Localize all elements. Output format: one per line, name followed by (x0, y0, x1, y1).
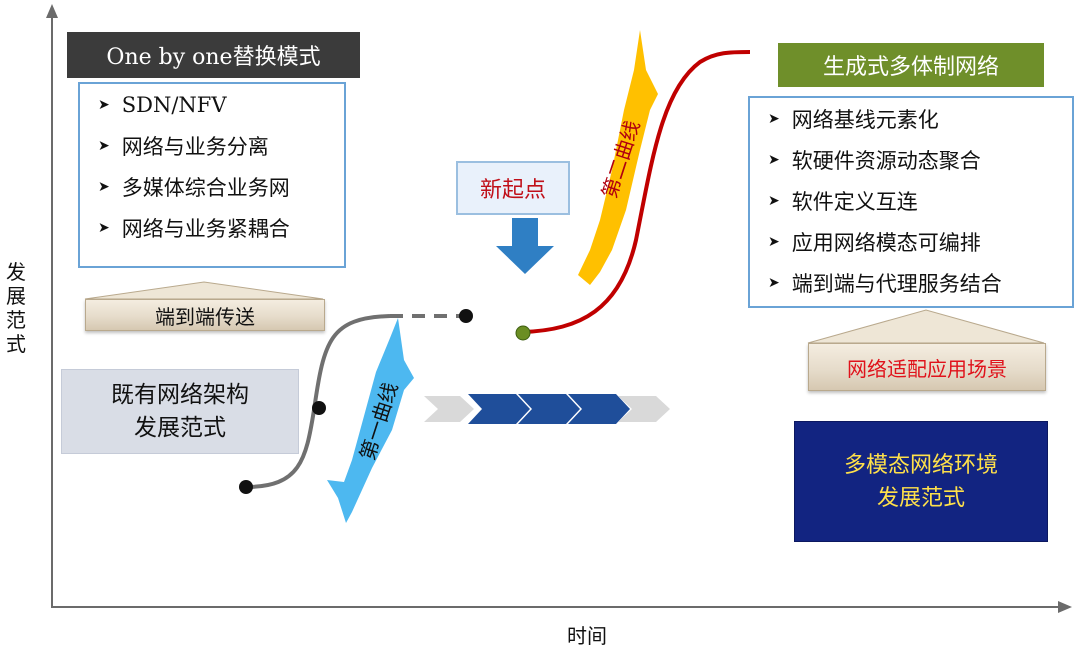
right-feature-list: ➤ 网络基线元素化 ➤ 软硬件资源动态聚合 ➤ 软件定义互连 ➤ 应用网络模态可… (748, 96, 1074, 308)
list-item-label: 多媒体综合业务网 (121, 175, 290, 200)
list-item-label: 网络与业务分离 (121, 134, 269, 159)
arrow-bullet-icon: ➤ (768, 233, 780, 250)
down-arrow-icon (496, 218, 554, 274)
first-curve-label-band (327, 318, 414, 523)
arrow-bullet-icon: ➤ (768, 274, 780, 291)
arrow-bullet-icon: ➤ (768, 151, 780, 168)
arrow-bullet-icon: ➤ (768, 192, 780, 209)
multimodal-paradigm-line-1: 多模态网络环境 (843, 452, 998, 478)
new-start-box: 新起点 (456, 161, 570, 215)
arrow-bullet-icon: ➤ (768, 110, 780, 127)
list-item: ➤ 应用网络模态可编排 (750, 221, 1072, 262)
y-axis-arrow-icon (46, 4, 58, 18)
end-to-end-transport-label: 端到端传送 (85, 299, 325, 331)
second-curve-label-band (578, 30, 658, 285)
multimodal-paradigm-box: 多模态网络环境 发展范式 (794, 421, 1048, 542)
second-curve-start-dot (515, 325, 531, 341)
network-adapt-application-scenario-label: 网络适配应用场景 (808, 343, 1046, 391)
list-item: ➤ 端到端与代理服务结合 (750, 262, 1072, 303)
list-item: ➤ 软硬件资源动态聚合 (750, 139, 1072, 180)
right-stone-peak (807, 309, 1045, 344)
y-axis-label: 发展范式 (6, 260, 30, 356)
list-item-label: 软硬件资源动态聚合 (791, 148, 981, 173)
legacy-paradigm-box: 既有网络架构 发展范式 (61, 369, 299, 454)
second-curve-line (522, 50, 751, 334)
multimodal-paradigm-line-2: 发展范式 (876, 485, 965, 511)
first-curve-mid-dot (312, 401, 326, 415)
arrow-bullet-icon: ➤ (98, 96, 110, 113)
first-curve-end-dot (459, 309, 473, 323)
arrow-bullet-icon: ➤ (98, 178, 110, 195)
list-item-label: 端到端与代理服务结合 (791, 271, 1002, 296)
list-item: ➤ 软件定义互连 (750, 180, 1072, 221)
arrow-bullet-icon: ➤ (98, 137, 110, 154)
list-item-label: 网络基线元素化 (791, 107, 939, 132)
generative-multi-system-network-title: 生成式多体制网络 (778, 43, 1044, 87)
chevron-light-2 (618, 396, 670, 422)
chevron-light-1 (424, 396, 474, 422)
chevron-dark-3 (568, 394, 630, 424)
chevron-dark-1 (468, 394, 530, 424)
left-stone-peak (84, 281, 324, 300)
list-item: ➤ 网络与业务分离 (80, 125, 344, 166)
list-item-label: 软件定义互连 (791, 189, 918, 214)
list-item: ➤ 网络基线元素化 (750, 98, 1072, 139)
list-item-label: 应用网络模态可编排 (791, 230, 981, 255)
list-item: ➤ SDN/NFV (80, 84, 344, 125)
list-item-label: 网络与业务紧耦合 (121, 216, 290, 241)
first-curve-start-dot (239, 480, 253, 494)
y-axis-label-text: 发展范式 (6, 260, 26, 356)
legacy-paradigm-line-1: 既有网络架构 (111, 381, 249, 408)
chevron-dark-2 (518, 394, 580, 424)
x-axis-label: 时间 (567, 624, 607, 648)
legacy-paradigm-line-2: 发展范式 (134, 414, 226, 441)
left-feature-list: ➤ SDN/NFV ➤ 网络与业务分离 ➤ 多媒体综合业务网 ➤ 网络与业务紧耦… (78, 82, 346, 268)
list-item: ➤ 多媒体综合业务网 (80, 166, 344, 207)
x-axis-arrow-icon (1058, 601, 1072, 613)
list-item: ➤ 网络与业务紧耦合 (80, 207, 344, 248)
arrow-bullet-icon: ➤ (98, 219, 110, 236)
one-by-one-mode-title: One by one替换模式 (67, 32, 360, 78)
list-item-label: SDN/NFV (121, 92, 227, 117)
